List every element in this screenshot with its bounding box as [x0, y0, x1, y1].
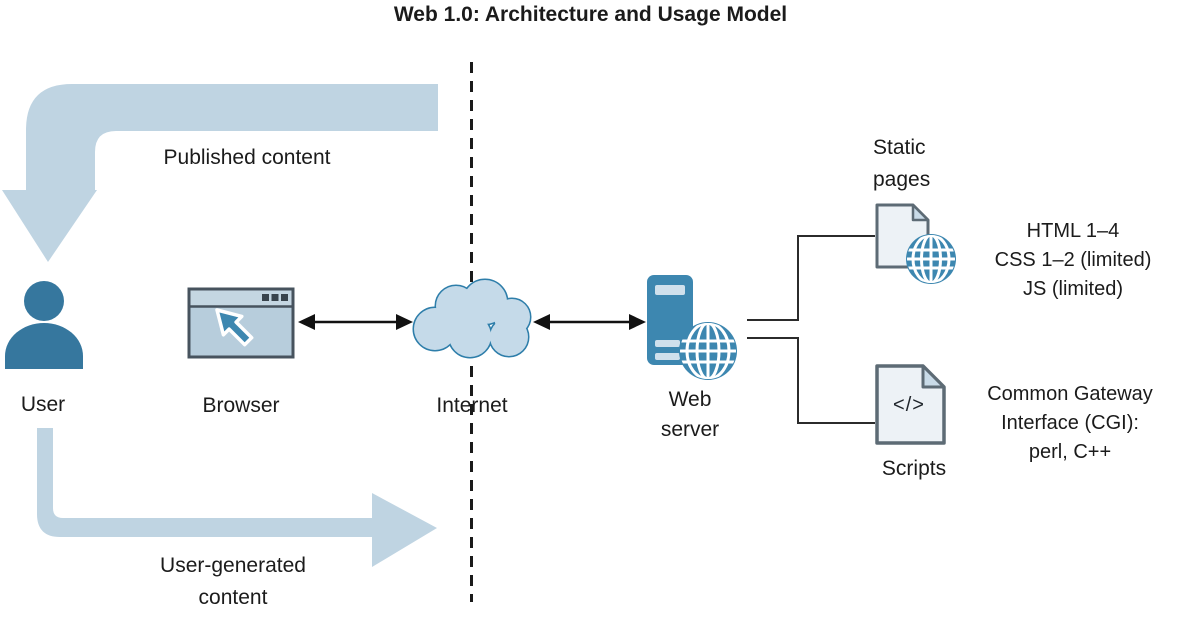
user-label: User — [20, 393, 66, 416]
web-server-label: Web server — [660, 388, 720, 441]
browser-label: Browser — [202, 394, 280, 417]
user-generated-content-label: User-generated content — [160, 554, 306, 609]
server-tower-globe-icon — [647, 275, 737, 380]
arrow-internet-server — [533, 314, 646, 330]
static-pages-tech-text: HTML 1–4 CSS 1–2 (limited) JS (limited) — [994, 220, 1152, 300]
browser-window-icon — [187, 287, 295, 359]
internet-label: Internet — [436, 394, 508, 417]
arrow-browser-internet — [298, 314, 413, 330]
document-code-icon — [875, 364, 946, 445]
browser-window-buttons-icon — [262, 294, 288, 301]
connector-static-pages — [747, 235, 875, 321]
code-glyph: </> — [893, 394, 925, 416]
cursor-arrow-icon — [215, 308, 254, 347]
globe-icon — [906, 234, 956, 284]
diagram-title: Web 1.0: Architecture and Usage Model — [393, 3, 788, 26]
connector-scripts — [747, 337, 875, 424]
document-globe-icon — [875, 203, 956, 284]
published-content-arrow — [2, 84, 438, 262]
cloud-icon — [412, 278, 532, 359]
scripts-tech-text: Common Gateway Interface (CGI): perl, C+… — [987, 383, 1153, 463]
published-content-label: Published content — [163, 146, 331, 169]
person-icon — [5, 281, 83, 369]
scripts-label: Scripts — [881, 457, 947, 480]
static-pages-label: Static pages — [873, 136, 931, 191]
user-generated-content-arrow — [37, 428, 437, 567]
globe-icon — [679, 322, 737, 380]
